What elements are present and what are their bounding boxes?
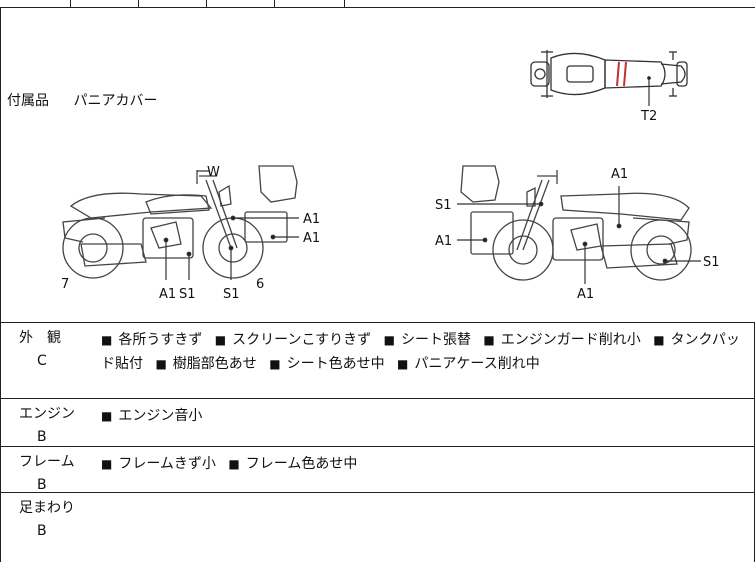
defect-item: エンジンガード削れ小 — [500, 332, 641, 348]
damage-diagram-area: 付属品 パニアカバー — [0, 8, 755, 322]
category-name: フレーム — [19, 454, 75, 470]
defect-list: ■ エンジン音小 — [101, 404, 751, 428]
label-a1: A1 — [303, 231, 320, 246]
accessories-value: パニアカバー — [73, 93, 158, 109]
category-name: 外 観 — [19, 330, 61, 346]
label-w: W — [207, 165, 220, 180]
strip-cell — [0, 0, 71, 7]
bullet-square-icon: ■ — [228, 457, 240, 471]
inspection-row-engine: エンジン B ■ エンジン音小 — [0, 398, 755, 447]
label-s1: S1 — [223, 287, 240, 302]
label-t2: T2 — [640, 109, 657, 124]
label-a1: A1 — [577, 287, 594, 302]
strip-cell — [206, 0, 275, 7]
inspection-row-suspension: 足まわり B — [0, 492, 755, 562]
defect-item: シート張替 — [400, 332, 471, 348]
bullet-square-icon: ■ — [214, 333, 227, 347]
defect-item: シート色あせ中 — [286, 356, 385, 372]
defect-item: パニアケース削れ中 — [414, 356, 540, 372]
label-a1: A1 — [159, 287, 176, 302]
bullet-square-icon: ■ — [101, 409, 113, 423]
category-label: エンジン B — [19, 404, 89, 447]
strip-cell — [138, 0, 207, 7]
top-table-strip — [0, 0, 755, 8]
label-a1: A1 — [303, 212, 320, 227]
label-a1: A1 — [611, 167, 628, 182]
left-side-markers — [163, 170, 299, 280]
bullet-square-icon: ■ — [483, 333, 495, 347]
defect-item: 樹脂部色あせ — [172, 356, 257, 372]
defect-list: ■ 各所うすきず ■ スクリーンこすりきず ■ シート張替 ■ エンジンガード削れ小 ■… — [101, 328, 751, 376]
accessories-label: 付属品 — [7, 93, 49, 109]
inspection-row-frame: フレーム B ■ フレームきず小 ■ フレーム色あせ中 — [0, 446, 755, 493]
defect-item: スクリーンこすりきず — [232, 332, 372, 348]
category-name: 足まわり — [19, 500, 75, 516]
motorcycle-diagrams: T2 — [61, 50, 720, 302]
accessories: 付属品 パニアカバー — [7, 90, 157, 110]
label-s1: S1 — [703, 255, 720, 270]
grade-value: B — [37, 523, 47, 539]
bullet-square-icon: ■ — [155, 357, 167, 371]
motorcycle-top-view-icon — [530, 50, 688, 98]
strip-cell — [274, 0, 345, 7]
grade-value: B — [37, 429, 47, 445]
bullet-square-icon: ■ — [383, 333, 395, 347]
defect-item: エンジン音小 — [118, 408, 203, 424]
defect-item: タンクパッド貼付 — [101, 332, 740, 372]
label-6: 6 — [256, 277, 264, 292]
label-a1: A1 — [435, 234, 452, 249]
category-label: 足まわり B — [19, 498, 89, 541]
right-side-markers — [457, 186, 701, 284]
defect-item: 各所うすきず — [118, 332, 203, 348]
repair-mark — [616, 61, 627, 87]
bullet-square-icon: ■ — [653, 333, 665, 347]
category-label: 外 観 C — [19, 328, 89, 371]
bullet-square-icon: ■ — [101, 457, 113, 471]
grade-value: C — [37, 353, 47, 369]
bullet-square-icon: ■ — [101, 333, 113, 347]
motorcycle-right-side-icon — [460, 165, 692, 281]
inspection-row-exterior: 外 観 C ■ 各所うすきず ■ スクリーンこすりきず ■ シート張替 ■ エンジンガー… — [0, 322, 755, 399]
defect-item: フレームきず小 — [118, 456, 216, 472]
label-7: 7 — [61, 277, 69, 292]
category-label: フレーム B — [19, 452, 89, 495]
bullet-square-icon: ■ — [397, 357, 409, 371]
defect-list: ■ フレームきず小 ■ フレーム色あせ中 — [101, 452, 751, 476]
grade-value: B — [37, 477, 47, 493]
strip-cell — [70, 0, 139, 7]
motorcycle-left-side-icon — [62, 165, 298, 279]
category-name: エンジン — [19, 406, 75, 422]
defect-item: フレーム色あせ中 — [245, 456, 358, 472]
label-s1: S1 — [435, 198, 452, 213]
label-s1: S1 — [179, 287, 196, 302]
bullet-square-icon: ■ — [269, 357, 281, 371]
